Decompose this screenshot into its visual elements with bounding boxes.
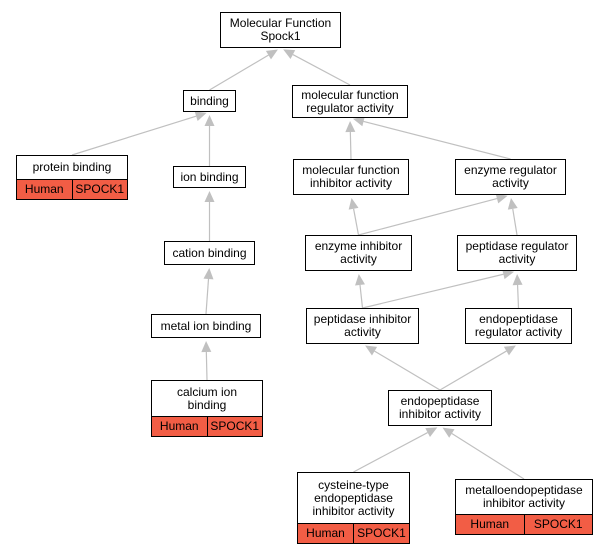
edge-line: [209, 54, 269, 91]
node-metal-ion-binding[interactable]: metal ion binding: [151, 314, 261, 338]
edge-line: [352, 208, 360, 236]
edge-arrowhead: [503, 345, 516, 356]
edge-line: [512, 208, 518, 236]
node-label: metal ion binding: [160, 318, 252, 333]
edge-line: [451, 432, 525, 480]
node-label: peptidase inhibitor activity: [313, 312, 412, 339]
species-cell: Human: [17, 180, 72, 199]
node-molecular-function-root[interactable]: Molecular Function Spock1: [220, 12, 341, 48]
edge-arrowhead: [502, 269, 515, 280]
node-metalloendopeptidase-inhibitor-activity[interactable]: metalloendopeptidase inhibitor activity …: [455, 479, 593, 535]
node-cysteine-type-endopeptidase-inhibitor-activity[interactable]: cysteine-type endopeptidase inhibitor ac…: [297, 472, 410, 544]
node-label: endopeptidase inhibitor activity: [398, 394, 482, 421]
edge-arrowhead: [283, 49, 296, 59]
edge-arrowhead: [512, 273, 523, 286]
edge-arrowhead: [204, 115, 215, 126]
node-protein-binding[interactable]: protein binding Human SPOCK1: [16, 155, 128, 200]
edge-arrowhead: [194, 111, 207, 121]
edge-arrowhead: [348, 197, 359, 210]
node-label: calcium ion binding: [176, 384, 238, 412]
node-endopeptidase-regulator-activity[interactable]: endopeptidase regulator activity: [465, 308, 572, 344]
edge-line: [358, 197, 498, 236]
edge-arrowhead: [495, 193, 508, 204]
species-cell: Human: [456, 515, 524, 534]
edge-line: [353, 432, 428, 473]
node-label: metalloendopeptidase inhibitor activity: [465, 483, 583, 510]
node-label: cation binding: [172, 245, 247, 260]
node-enzyme-inhibitor-activity[interactable]: enzyme inhibitor activity: [305, 235, 412, 271]
edge-line: [205, 278, 210, 315]
node-endopeptidase-inhibitor-activity[interactable]: endopeptidase inhibitor activity: [388, 390, 492, 426]
edge-line: [292, 54, 351, 86]
edge-arrowhead: [365, 345, 378, 356]
edge-line: [205, 351, 208, 381]
node-molecular-function-inhibitor-activity[interactable]: molecular function inhibitor activity: [293, 159, 409, 195]
edge-arrowhead: [265, 49, 278, 60]
gene-cell[interactable]: SPOCK1: [206, 417, 262, 436]
edge-arrowhead: [507, 197, 518, 210]
annotation-row: Human SPOCK1: [152, 416, 262, 436]
node-enzyme-regulator-activity[interactable]: enzyme regulator activity: [455, 159, 566, 195]
edge-arrowhead: [442, 427, 455, 438]
node-peptidase-inhibitor-activity[interactable]: peptidase inhibitor activity: [306, 308, 419, 344]
node-binding[interactable]: binding: [183, 90, 236, 112]
node-label: endopeptidase regulator activity: [474, 312, 563, 339]
node-ion-binding[interactable]: ion binding: [173, 166, 246, 188]
edge-line: [362, 273, 504, 309]
edge-line: [71, 115, 197, 156]
edge-arrowhead: [425, 427, 438, 437]
gene-cell[interactable]: SPOCK1: [71, 180, 127, 199]
edge-arrowhead: [355, 273, 365, 286]
edge-line: [374, 350, 441, 391]
node-label: enzyme inhibitor activity: [314, 239, 403, 266]
node-label: molecular function regulator activity: [301, 87, 399, 115]
annotation-row: Human SPOCK1: [17, 179, 127, 199]
node-peptidase-regulator-activity[interactable]: peptidase regulator activity: [457, 235, 577, 271]
annotation-row: Human SPOCK1: [456, 514, 592, 534]
edge-arrowhead: [203, 267, 214, 280]
edge-arrowhead: [345, 120, 356, 133]
node-label: molecular function inhibitor activity: [302, 163, 400, 190]
species-cell: Human: [298, 524, 353, 543]
species-cell: Human: [152, 417, 207, 436]
node-molecular-function-regulator-activity[interactable]: molecular function regulator activity: [292, 85, 408, 118]
node-label: ion binding: [180, 169, 239, 184]
node-cation-binding[interactable]: cation binding: [164, 241, 255, 265]
annotation-row: Human SPOCK1: [298, 523, 409, 543]
edge-arrowhead: [352, 116, 365, 127]
node-label: Molecular Function Spock1: [229, 16, 332, 43]
edge-arrowhead: [201, 340, 212, 353]
edge-arrowhead: [204, 191, 215, 202]
gene-cell[interactable]: SPOCK1: [353, 524, 409, 543]
edge-line: [439, 350, 507, 391]
gene-cell[interactable]: SPOCK1: [523, 515, 592, 534]
node-label: enzyme regulator activity: [464, 163, 557, 190]
node-label: peptidase regulator activity: [465, 239, 569, 266]
node-label: binding: [190, 93, 229, 108]
edge-line: [363, 120, 511, 160]
node-calcium-ion-binding[interactable]: calcium ion binding Human SPOCK1: [151, 380, 263, 437]
edge-line: [516, 284, 520, 309]
node-label: protein binding: [32, 160, 112, 174]
edge-line: [359, 284, 364, 309]
node-label: cysteine-type endopeptidase inhibitor ac…: [312, 477, 395, 518]
edge-line: [349, 131, 352, 160]
